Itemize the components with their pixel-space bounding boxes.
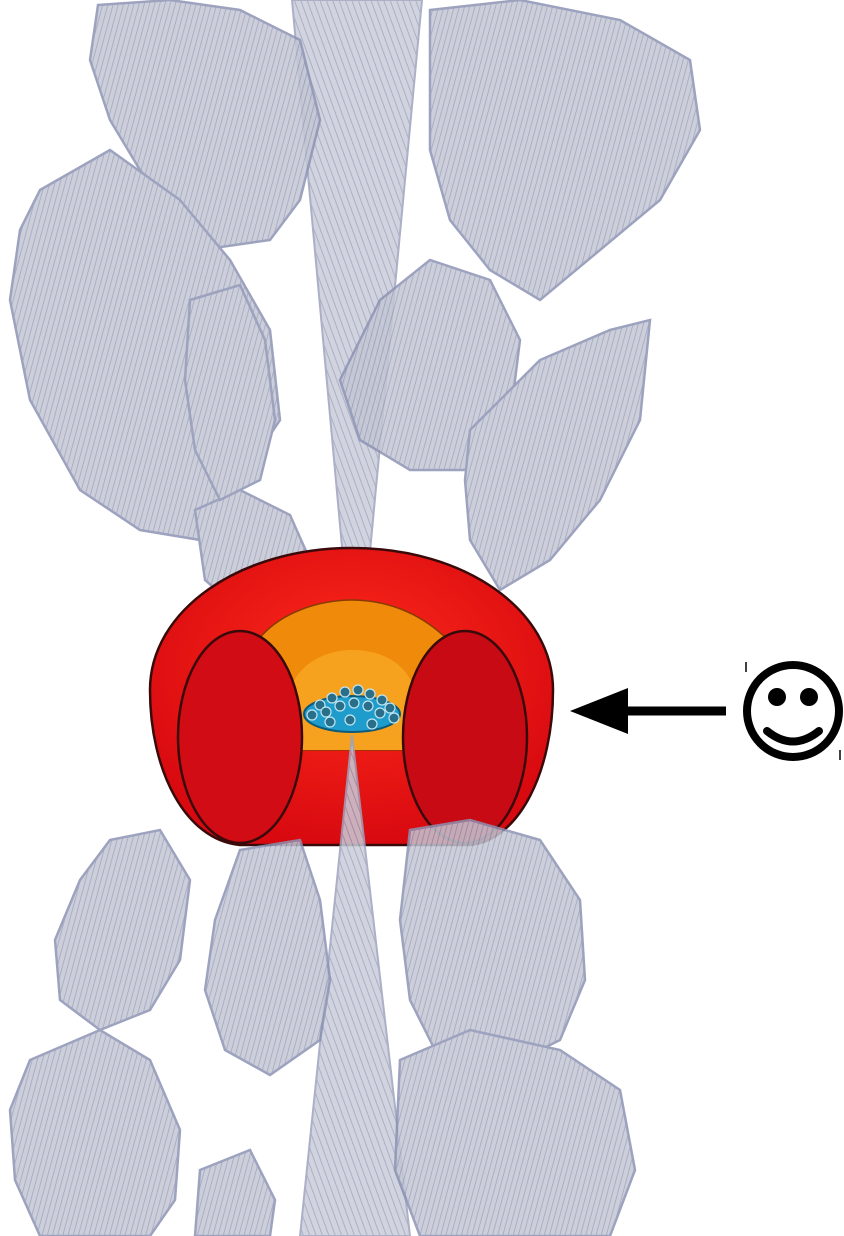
dusty-cloud xyxy=(55,830,190,1030)
dusty-cloud xyxy=(205,840,330,1075)
arrow-left-icon xyxy=(570,688,726,734)
smiley-face-icon xyxy=(746,662,840,760)
torus-right-section xyxy=(403,631,527,843)
dusty-cloud xyxy=(430,0,700,300)
torus-left-section xyxy=(178,631,302,843)
dusty-cloud xyxy=(10,1030,180,1236)
dusty-cloud xyxy=(195,1150,275,1236)
dusty-cloud xyxy=(395,1030,635,1236)
dusty-cloud xyxy=(400,820,585,1070)
